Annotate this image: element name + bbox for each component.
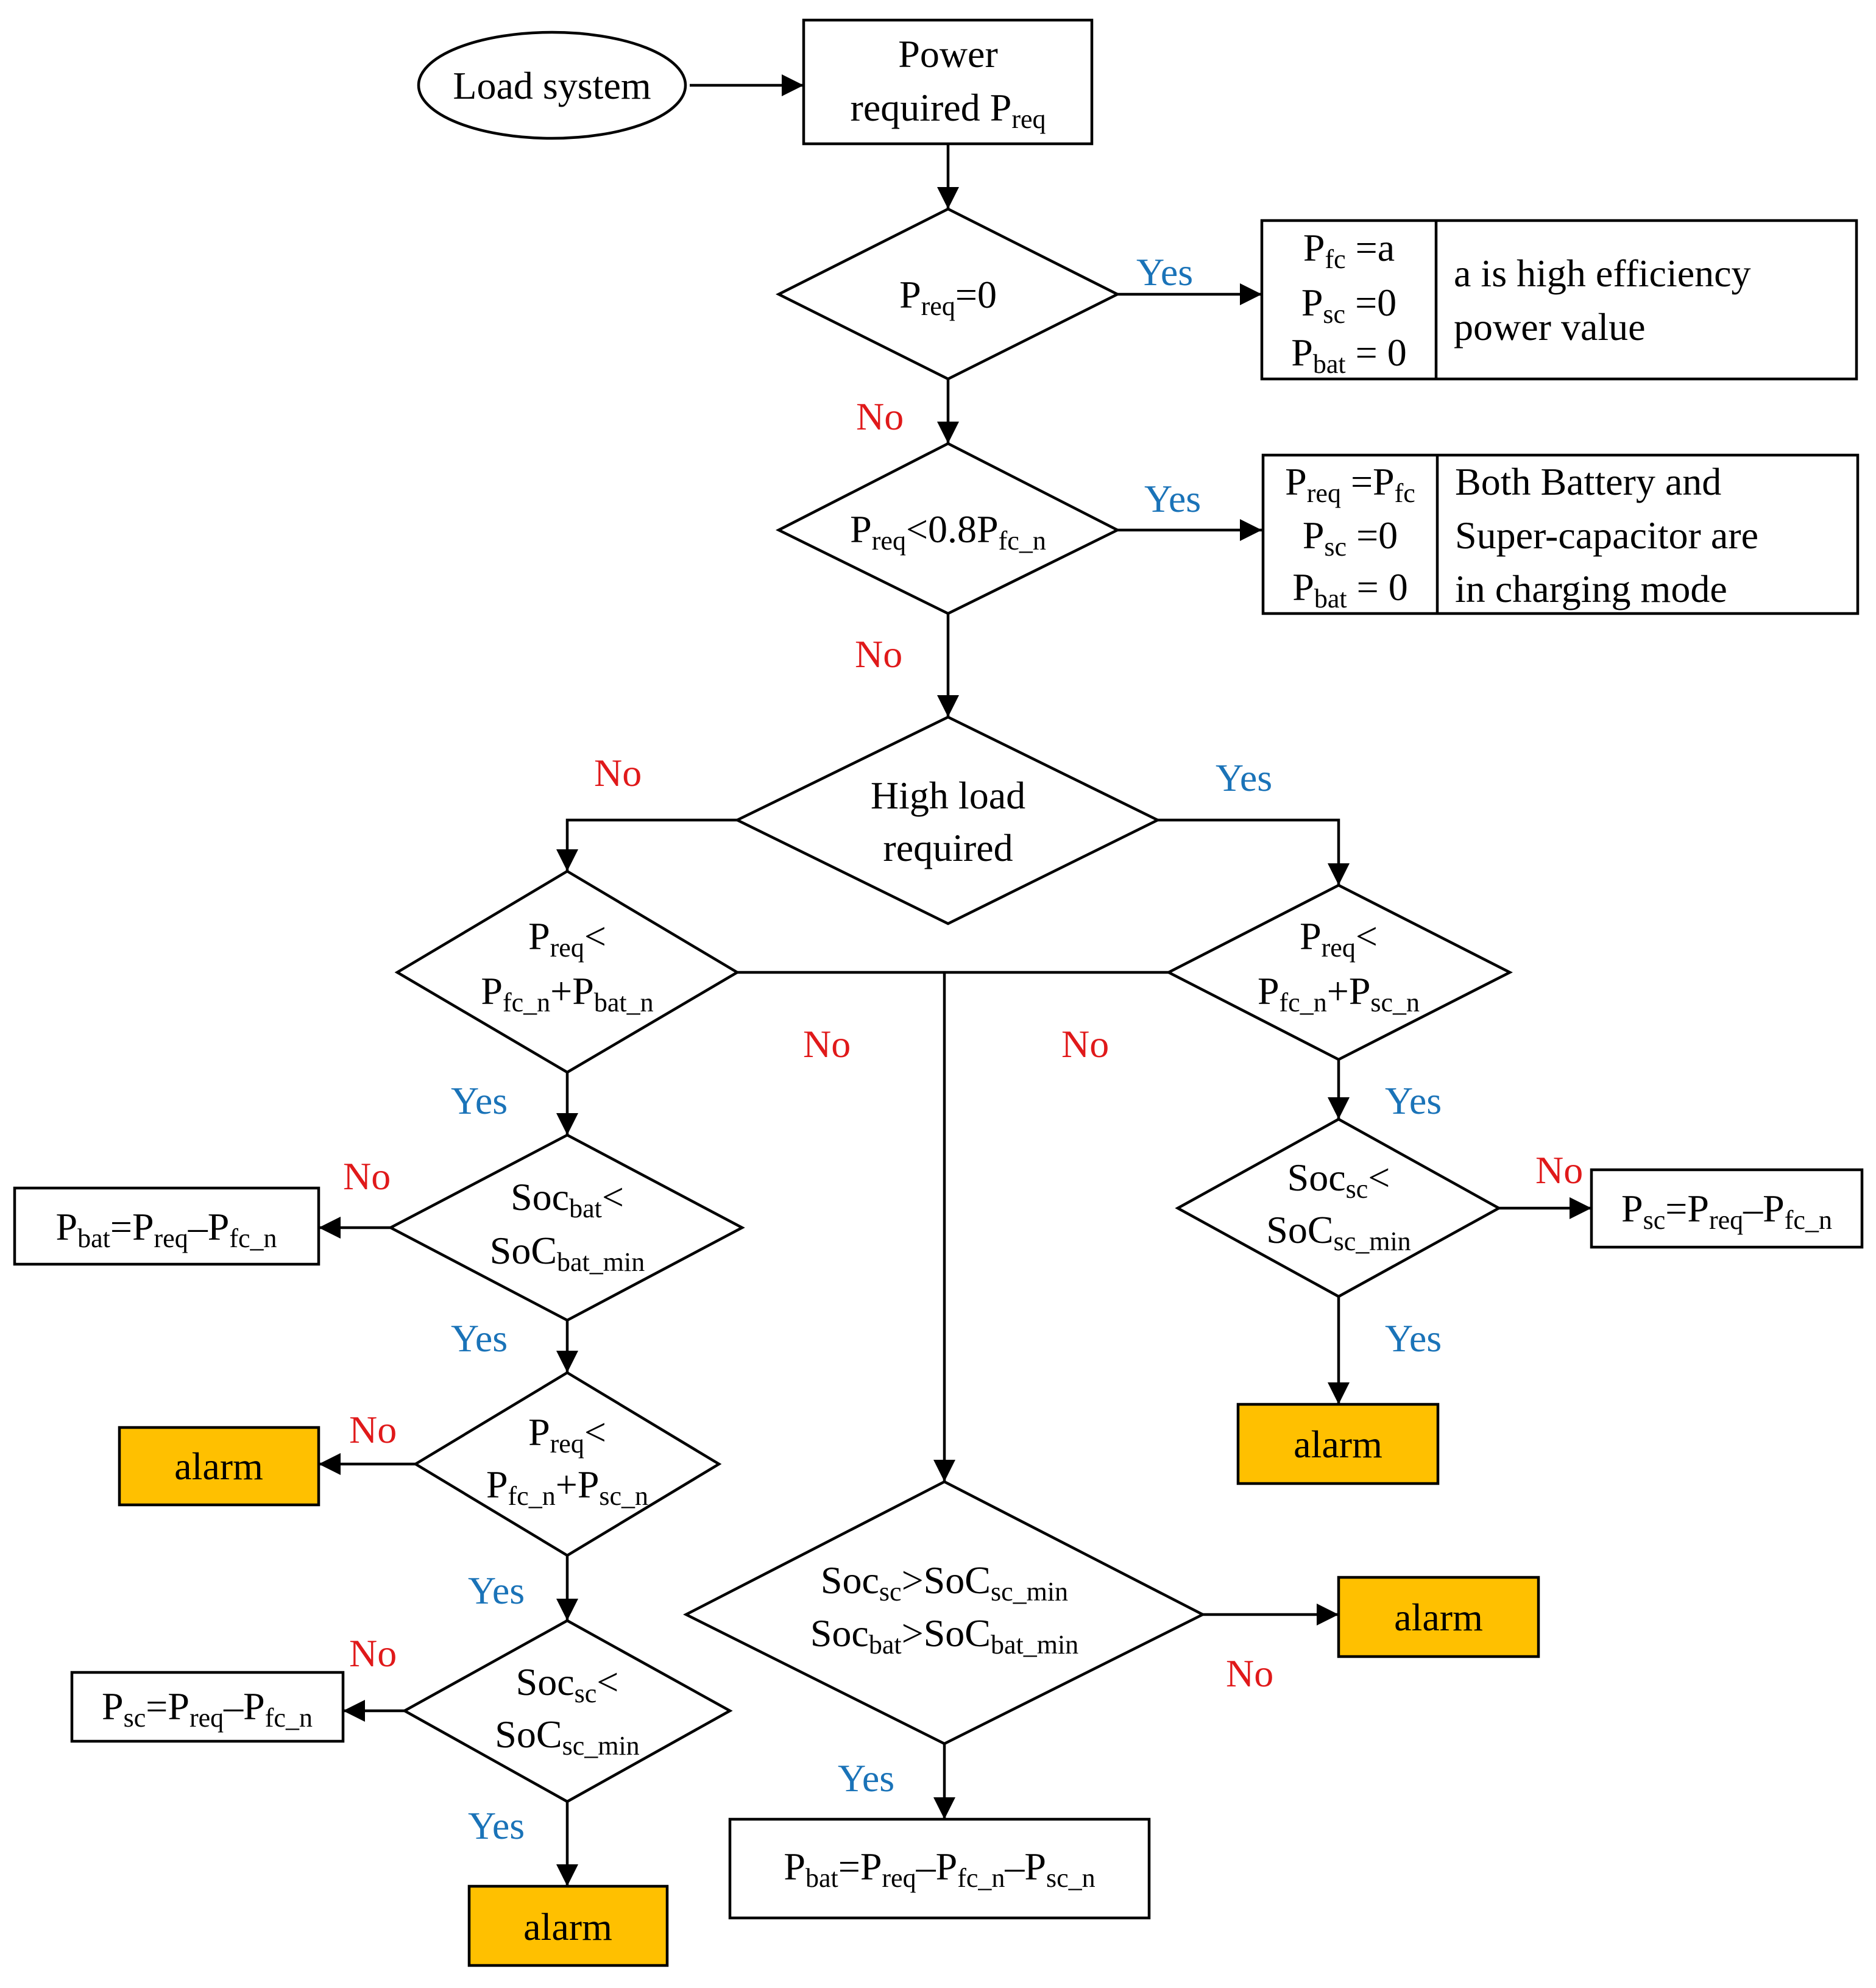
- yes-label-dm: Yes: [838, 1756, 894, 1800]
- yes-label-d2: Yes: [1144, 477, 1201, 520]
- no-label-dr2: No: [1535, 1148, 1583, 1192]
- no-label-dl3: No: [349, 1408, 397, 1451]
- power-required-line2: required Preq: [851, 86, 1046, 134]
- decision-right-soc-sc: [1175, 1117, 1502, 1298]
- yes-label-d1: Yes: [1136, 250, 1193, 294]
- no-label-right: No: [1061, 1022, 1109, 1066]
- decision-right-preq-sc-line1: Preq<: [1300, 914, 1378, 963]
- yes-label-d3: Yes: [1216, 756, 1272, 799]
- decision-right-preq-sc: [1166, 883, 1513, 1061]
- decision-left-soc-bat: [388, 1133, 745, 1322]
- no-label-dl2: No: [343, 1155, 391, 1198]
- alarm-label-middle: alarm: [1394, 1596, 1483, 1639]
- box2-note-line3: in charging mode: [1455, 567, 1727, 610]
- decision-right-soc-sc-line1: Socsc<: [1287, 1156, 1390, 1204]
- box-psc-right-label: Psc=Preq–Pfc_n: [1621, 1187, 1832, 1235]
- no-label-left: No: [803, 1022, 851, 1066]
- no-label-d2: No: [855, 632, 902, 676]
- yes-label-dl3: Yes: [468, 1569, 525, 1612]
- connectors: [319, 74, 1591, 1886]
- box2-preq: Preq =Pfc: [1285, 460, 1415, 508]
- yes-label-dr2: Yes: [1385, 1317, 1442, 1360]
- yes-label-dl2: Yes: [451, 1317, 508, 1360]
- no-label-d3: No: [594, 751, 642, 794]
- decision-left-preq-sc-line2: Pfc_n+Psc_n: [486, 1463, 648, 1511]
- result-box-1: [1260, 219, 1858, 381]
- yes-label-dr1: Yes: [1385, 1079, 1442, 1122]
- box-pbat-bottom-label: Pbat=Preq–Pfc_n–Psc_n: [784, 1845, 1095, 1893]
- box1-note-line1: a is high efficiency: [1454, 252, 1751, 295]
- box1-note-line2: power value: [1454, 305, 1646, 348]
- decision-left-soc-sc-line2: SoCsc_min: [495, 1713, 639, 1761]
- decision-middle-soc: [683, 1480, 1206, 1746]
- box-psc-left-label: Psc=Preq–Pfc_n: [102, 1685, 313, 1733]
- decision-left-preq-bat-line2: Pfc_n+Pbat_n: [481, 969, 653, 1017]
- decision-high-load-line2: required: [883, 826, 1013, 869]
- box-psc-left: [70, 1671, 345, 1743]
- box2-psc: Psc =0: [1303, 514, 1398, 562]
- alarm-label-right: alarm: [1294, 1423, 1382, 1466]
- alarm-box-left-upper: [118, 1426, 320, 1507]
- decision-left-soc-sc-line1: Socsc<: [516, 1660, 619, 1708]
- branch-labels: Yes No Yes No No Yes No No Yes Yes No Ye…: [343, 250, 1583, 1847]
- decision-preq-zero: [775, 207, 1121, 381]
- arrow-d3-no: [556, 818, 737, 871]
- box2-pbat: Pbat = 0: [1292, 565, 1407, 614]
- decision-high-load: [734, 715, 1161, 925]
- box-pbat-left-label: Pbat=Preq–Pfc_n: [55, 1205, 277, 1253]
- yes-label-dl1: Yes: [451, 1079, 508, 1122]
- no-label-dm: No: [1226, 1652, 1273, 1695]
- alarm-box-left-bottom: [467, 1884, 669, 1967]
- box-pbat-left: [13, 1186, 320, 1266]
- decision-right-preq-sc-line2: Pfc_n+Psc_n: [1258, 969, 1420, 1017]
- box1-psc: Psc =0: [1301, 281, 1396, 329]
- no-label-dl4: No: [349, 1632, 397, 1675]
- decision-high-load-line1: High load: [871, 774, 1025, 817]
- load-system-label: Load system: [453, 64, 651, 107]
- alarm-box-right: [1236, 1403, 1440, 1485]
- decision-left-soc-bat-line2: SoCbat_min: [490, 1229, 645, 1277]
- arrow-d3-yes: [1158, 818, 1350, 885]
- power-required-line1: Power: [898, 32, 998, 76]
- alarm-label-left-upper: alarm: [174, 1445, 263, 1488]
- decision-left-soc-sc: [402, 1619, 733, 1803]
- shapes: [13, 18, 1864, 1967]
- decision-left-preq-sc-line1: Preq<: [528, 1410, 606, 1459]
- box1-pbat: Pbat = 0: [1291, 331, 1406, 379]
- decision-preq-zero-label: Preq=0: [899, 273, 997, 321]
- decision-right-soc-sc-line2: SoCsc_min: [1266, 1208, 1411, 1256]
- alarm-label-left-bottom: alarm: [523, 1905, 612, 1948]
- box2-note-line1: Both Battery and: [1455, 460, 1721, 503]
- decision-preq-08pfc: [775, 442, 1121, 615]
- decision-left-preq-sc: [412, 1371, 722, 1557]
- box-psc-right: [1590, 1168, 1864, 1249]
- box1-pfc: Pfc =a: [1303, 226, 1395, 274]
- alarm-box-middle: [1337, 1576, 1540, 1658]
- decision-left-soc-bat-line1: Socbat<: [511, 1175, 624, 1223]
- decision-left-preq-bat-line1: Preq<: [528, 914, 606, 963]
- box-pbat-bottom: [728, 1817, 1151, 1920]
- decision-left-preq-bat: [394, 869, 740, 1074]
- load-system-ellipse: [417, 30, 687, 140]
- result-box-2: [1261, 453, 1860, 615]
- decision-middle-soc-line2: Socbat>SoCbat_min: [810, 1611, 1078, 1660]
- decision-middle-soc-line1: Socsc>SoCsc_min: [821, 1558, 1068, 1607]
- box2-note-line2: Super-capacitor are: [1455, 514, 1758, 557]
- no-label-d1: No: [856, 395, 904, 438]
- power-required-box: [802, 18, 1094, 146]
- yes-label-dl4: Yes: [468, 1804, 525, 1847]
- labels: Load system Power required Preq Preq=0 P…: [55, 32, 1832, 1948]
- decision-preq-08pfc-label: Preq<0.8Pfc_n: [850, 508, 1046, 556]
